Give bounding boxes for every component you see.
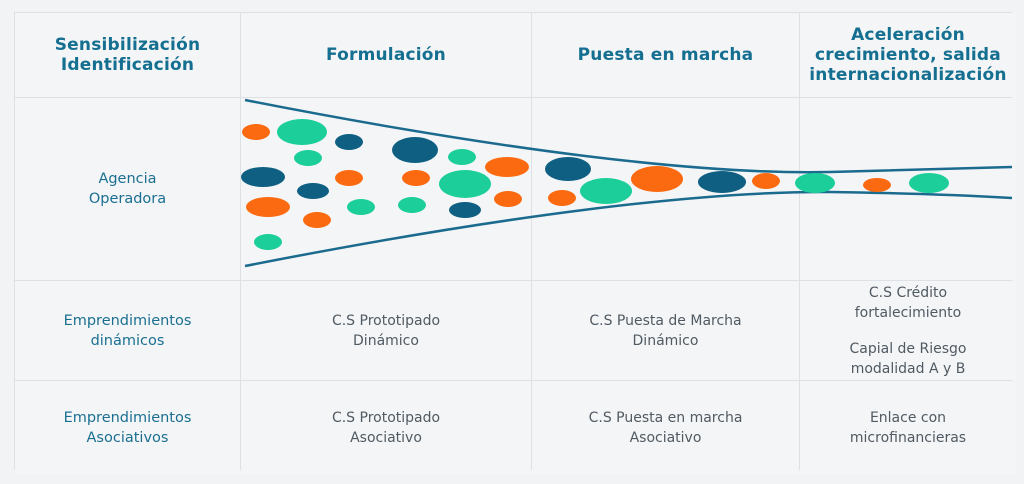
- header-line: Identificación: [60, 55, 195, 75]
- cell-line: Asociativo: [629, 429, 702, 446]
- cell-line: Asociativo: [350, 429, 422, 446]
- header-line: crecimiento, salida: [815, 45, 1001, 65]
- header-line: internacionalización: [809, 65, 1007, 85]
- row-label-agencia: Agencia Operadora: [15, 98, 240, 280]
- cell-line: microfinancieras: [849, 429, 967, 446]
- cell-puesta-marcha-asociativo: C.S Puesta en marcha Asociativo: [532, 381, 799, 474]
- cell-line: C.S Prototipado: [331, 312, 441, 329]
- header-puesta-en-marcha: Puesta en marcha: [532, 13, 799, 97]
- cell-line: Enlace con: [869, 409, 947, 426]
- cell-prototipado-dinamico: C.S Prototipado Dinámico: [241, 281, 531, 380]
- cell-line: C.S Puesta en marcha: [588, 409, 743, 426]
- row-label-dinamicos: Emprendimientos dinámicos: [15, 281, 240, 380]
- cell-line: Capial de Riesgo: [849, 340, 967, 357]
- row-label-line: Agencia: [98, 171, 157, 187]
- funnel-cell: [241, 98, 531, 280]
- cell-line: modalidad A y B: [850, 360, 966, 377]
- cell-microfinancieras: Enlace con microfinancieras: [800, 381, 1016, 474]
- row-label-line: Operadora: [88, 191, 167, 207]
- stage-table: Sensibilización Identificación Formulaci…: [14, 12, 1016, 474]
- header-line: Puesta en marcha: [577, 45, 754, 65]
- row-label-line: dinámicos: [90, 332, 165, 349]
- cell-line: Dinámico: [632, 332, 699, 349]
- header-sensibilizacion: Sensibilización Identificación: [15, 13, 240, 97]
- cell-credito-capital: C.S Crédito fortalecimiento Capial de Ri…: [800, 281, 1016, 380]
- header-aceleracion: Aceleración crecimiento, salida internac…: [800, 13, 1016, 97]
- funnel-cell: [800, 98, 1016, 280]
- cell-line: Dinámico: [353, 332, 419, 349]
- cell-puesta-marcha-dinamico: C.S Puesta de Marcha Dinámico: [532, 281, 799, 380]
- header-formulacion: Formulación: [241, 13, 531, 97]
- row-label-line: Asociativos: [86, 429, 169, 446]
- cell-prototipado-asociativo: C.S Prototipado Asociativo: [241, 381, 531, 474]
- cell-line: fortalecimiento: [854, 304, 962, 321]
- header-line: Formulación: [326, 45, 446, 65]
- row-label-line: Emprendimientos: [63, 312, 192, 329]
- cell-line: C.S Puesta de Marcha: [589, 312, 742, 329]
- row-label-asociativos: Emprendimientos Asociativos: [15, 381, 240, 474]
- header-line: Aceleración: [851, 25, 965, 45]
- cell-line: C.S Crédito: [868, 284, 948, 301]
- cell-line: C.S Prototipado: [331, 409, 441, 426]
- header-line: Sensibilización: [54, 35, 201, 55]
- funnel-cell: [532, 98, 799, 280]
- row-label-line: Emprendimientos: [63, 409, 192, 426]
